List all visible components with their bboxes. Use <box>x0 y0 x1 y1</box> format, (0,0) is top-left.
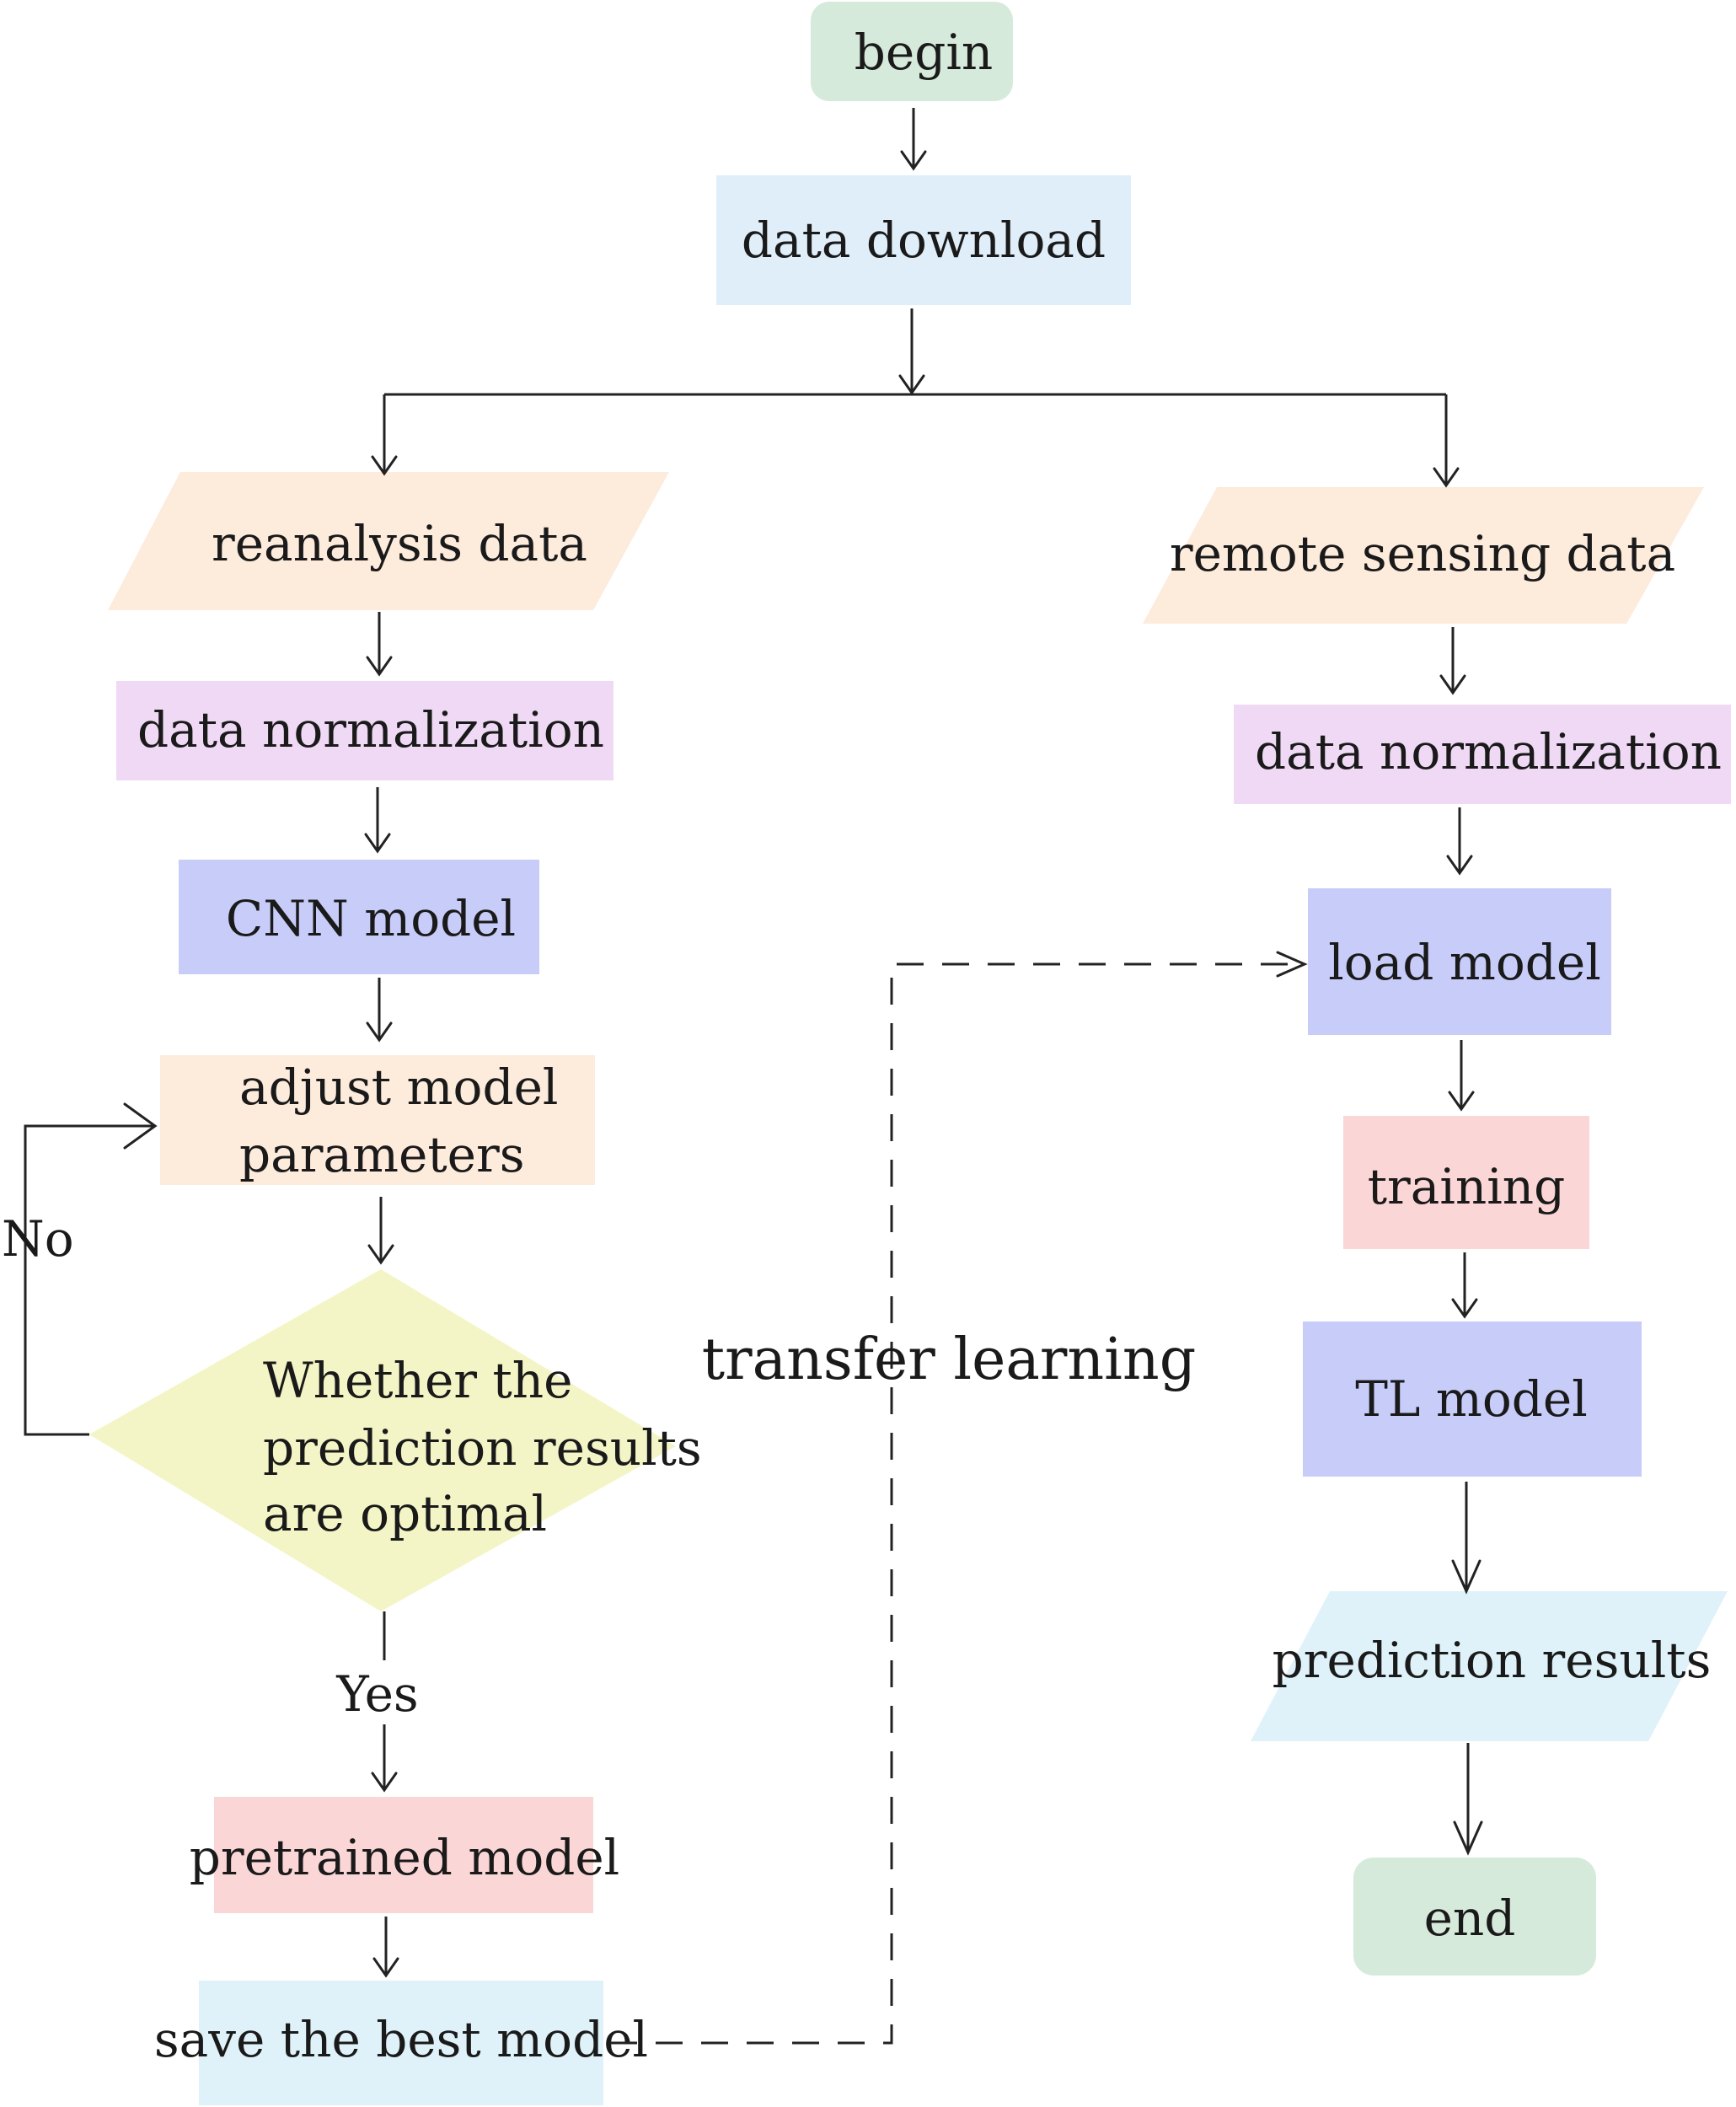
node-data-download: data download <box>716 175 1131 305</box>
node-pretrained-model-label: pretrained model <box>190 1829 620 1886</box>
node-load-model-shape <box>1308 888 1611 1035</box>
node-data-download-shape <box>716 175 1131 305</box>
node-begin-shape <box>811 2 1013 101</box>
node-decision-optimal: Whether the prediction results are optim… <box>89 1269 702 1611</box>
edge-transfer-learning <box>610 951 1308 2045</box>
node-reanalysis-data-label: reanalysis data <box>212 515 587 572</box>
node-prediction-results: prediction results <box>1251 1591 1728 1741</box>
node-data-download-label: data download <box>742 212 1106 269</box>
node-prediction-results-shape <box>1251 1591 1728 1741</box>
node-adjust-model-line2: parameters <box>239 1126 524 1183</box>
node-data-normalization-left-shape <box>116 681 613 780</box>
edge-decision-yes <box>371 1611 398 1793</box>
edge-load-to-training <box>1448 1040 1475 1112</box>
edge-adjust-to-decision <box>367 1197 394 1265</box>
edge-prediction-to-end <box>1453 1743 1483 1856</box>
edge-decision-no-loop <box>24 1102 158 1436</box>
node-remote-sensing-data-shape <box>1143 487 1704 624</box>
node-cnn-model: CNN model <box>179 860 539 974</box>
node-begin: begin <box>811 2 1013 101</box>
node-tl-model-shape <box>1303 1322 1642 1477</box>
node-save-best-model-shape <box>199 1981 603 2105</box>
node-adjust-model-parameters-shape <box>160 1055 595 1185</box>
edge-split-to-reanalysis <box>371 394 398 476</box>
edge-normalization-to-cnn <box>364 787 391 854</box>
node-save-best-model: save the best model <box>154 1981 648 2105</box>
edge-training-to-tl <box>1451 1252 1478 1319</box>
node-training-label: training <box>1368 1158 1566 1215</box>
node-reanalysis-data: reanalysis data <box>108 472 669 610</box>
node-data-normalization-right-shape <box>1234 705 1731 804</box>
node-data-normalization-right-label: data normalization <box>1255 723 1722 780</box>
node-prediction-results-label: prediction results <box>1273 1632 1712 1689</box>
node-save-best-model-label: save the best model <box>154 2011 648 2068</box>
node-cnn-model-shape <box>179 860 539 974</box>
edge-begin-to-download <box>900 108 927 171</box>
edge-pretrained-to-save <box>372 1917 399 1978</box>
node-begin-label: begin <box>855 24 993 81</box>
node-end: end <box>1353 1858 1596 1976</box>
node-decision-line2: prediction results <box>263 1419 702 1477</box>
node-remote-sensing-data: remote sensing data <box>1143 487 1704 624</box>
edge-tl-to-prediction <box>1451 1482 1481 1595</box>
node-training-shape <box>1343 1116 1589 1249</box>
node-cnn-model-label: CNN model <box>226 890 516 947</box>
node-data-normalization-right: data normalization <box>1234 705 1731 804</box>
label-yes: Yes <box>335 1665 418 1723</box>
node-end-shape <box>1353 1858 1596 1976</box>
node-pretrained-model-shape <box>214 1797 593 1913</box>
node-decision-line3: are optimal <box>263 1485 547 1542</box>
node-adjust-model-parameters: adjust model parameters <box>160 1055 595 1185</box>
node-tl-model-label: TL model <box>1355 1370 1588 1428</box>
edge-split-to-remote-sensing <box>1433 394 1460 488</box>
node-load-model-label: load model <box>1328 934 1601 991</box>
node-tl-model: TL model <box>1303 1322 1642 1477</box>
node-end-label: end <box>1424 1890 1516 1947</box>
node-decision-line1: Whether the <box>263 1352 572 1409</box>
node-data-normalization-left: data normalization <box>116 681 613 780</box>
node-adjust-model-line1: adjust model <box>239 1059 558 1116</box>
node-decision-optimal-shape <box>89 1269 676 1611</box>
label-no: No <box>2 1210 74 1268</box>
edge-download-split <box>384 308 1446 396</box>
node-load-model: load model <box>1308 888 1611 1035</box>
node-data-normalization-left-label: data normalization <box>137 701 604 759</box>
label-transfer-learning: transfer learning <box>702 1327 1197 1393</box>
node-remote-sensing-data-label: remote sensing data <box>1170 525 1675 582</box>
edge-remote-to-normalization <box>1439 627 1466 695</box>
node-pretrained-model: pretrained model <box>190 1797 620 1913</box>
node-reanalysis-data-shape <box>108 472 669 610</box>
edge-reanalysis-to-normalization <box>366 612 393 677</box>
edge-cnn-to-adjust <box>366 978 393 1043</box>
edge-normalization-to-load <box>1446 807 1473 876</box>
node-training: training <box>1343 1116 1589 1249</box>
